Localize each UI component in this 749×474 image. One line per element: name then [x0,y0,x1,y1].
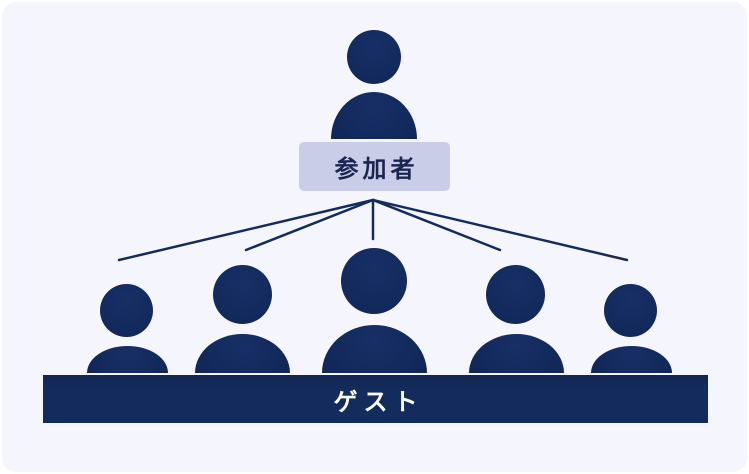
connector-line-1 [117,198,375,262]
guest-head-2 [213,265,272,324]
guest-group-bar: ゲスト [43,375,708,423]
guest-label: ゲスト [333,387,424,416]
guest-head-4 [486,265,545,324]
connector-line-5 [371,198,629,262]
connector-line-4 [371,198,502,252]
top-person-head [347,30,401,84]
participant-label-box: 参加者 [299,142,450,191]
participant-label: 参加者 [334,155,419,183]
guest-head-1 [100,284,153,337]
connector-line-2 [244,198,375,252]
guest-head-3 [341,248,407,314]
guest-head-5 [604,284,657,337]
